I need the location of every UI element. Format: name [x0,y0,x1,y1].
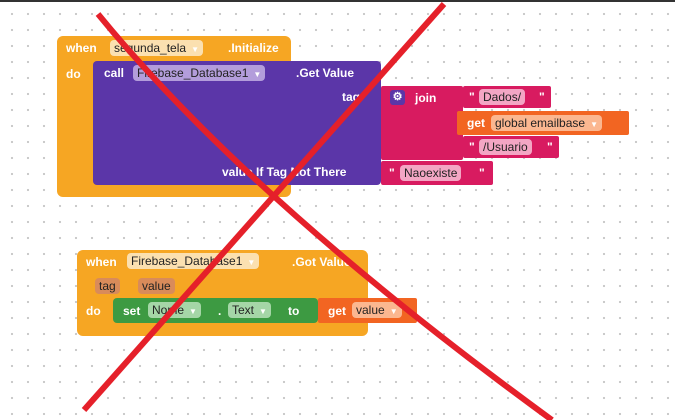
variable-dropdown[interactable]: global emailbase▼ [491,115,602,131]
when-label: when [86,255,117,269]
text-field[interactable]: Dados/ [479,89,526,105]
text-block-naoexiste[interactable]: " Naoexiste " [381,161,493,185]
when-label: when [66,41,97,55]
get-label: get [328,304,346,318]
call-label: call [104,66,125,80]
do-label: do [86,304,101,318]
set-label: set [123,304,141,318]
chevron-down-icon: ▼ [590,120,598,129]
chevron-down-icon: ▼ [189,307,197,316]
do-label: do [66,67,81,81]
text-field[interactable]: /Usuario [479,139,532,155]
to-label: to [288,304,300,318]
property-dropdown[interactable]: Text▼ [228,302,271,318]
chevron-down-icon: ▼ [253,70,262,79]
text-block-usuario[interactable]: " /Usuario " [463,136,559,158]
cross-stroke-2 [81,2,447,412]
cross-stroke-1 [95,12,554,420]
event-name: .Got Value [292,255,351,269]
join-block[interactable]: ⚙ join [381,86,463,160]
param-tag[interactable]: tag [95,278,120,294]
join-label: join [415,91,437,105]
variable-dropdown[interactable]: value▼ [352,302,402,318]
get-label: get [467,116,485,130]
component-dropdown[interactable]: Firebase_Database1▼ [133,65,266,81]
chevron-down-icon: ▼ [389,307,398,316]
top-border [0,0,675,2]
chevron-down-icon: ▼ [191,45,199,54]
get-variable-block[interactable]: get global emailbase▼ [457,111,629,135]
event-name: .Initialize [228,41,279,55]
param-value[interactable]: value [138,278,175,294]
chevron-down-icon: ▼ [247,258,256,267]
method-name: .Get Value [296,66,355,80]
text-field[interactable]: Naoexiste [400,165,462,181]
chevron-down-icon: ▼ [259,307,267,316]
gear-icon[interactable]: ⚙ [390,90,405,105]
text-block-dados[interactable]: " Dados/ " [463,86,551,108]
